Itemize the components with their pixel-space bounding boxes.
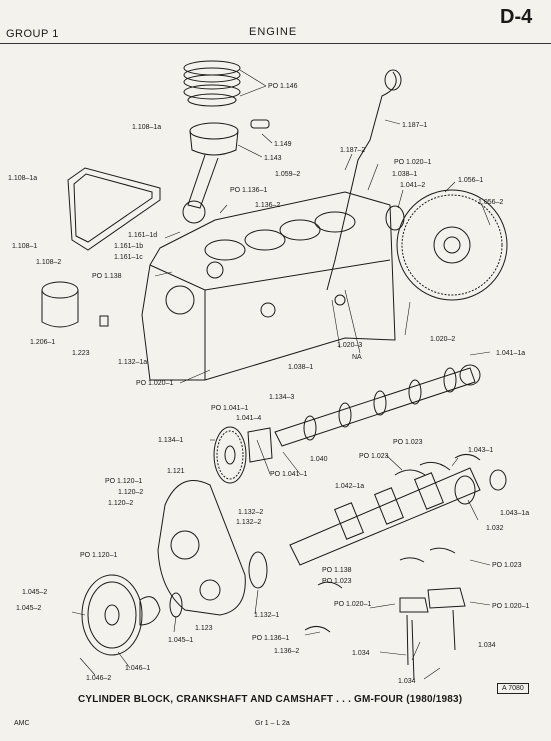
part-label: 1.020–3 — [337, 342, 362, 349]
section-title: ENGINE — [249, 26, 298, 38]
crankshaft-pulley-illustration — [81, 574, 143, 656]
part-label: 1.132–2 — [238, 509, 263, 516]
part-label: PO 1.136–1 — [230, 187, 267, 194]
part-label: 1.108–1a — [8, 175, 37, 182]
part-label: 1.134–1 — [158, 437, 183, 444]
part-label: 1.108–1 — [12, 243, 37, 250]
part-label: PO 1.041–1 — [270, 471, 307, 478]
part-label: 1.223 — [72, 350, 90, 357]
part-label: 1.056–1 — [458, 177, 483, 184]
part-label: 1.132–1 — [254, 612, 279, 619]
part-label: 1.206–1 — [30, 339, 55, 346]
part-label: 1.123 — [195, 625, 213, 632]
part-label: 1.161–1d — [128, 232, 157, 239]
part-label: 1.046–2 — [86, 675, 111, 682]
group-label: GROUP 1 — [6, 28, 59, 40]
part-label: 1.041–4 — [236, 415, 261, 422]
part-label: 1.020–2 — [430, 336, 455, 343]
part-label: PO 1.120–1 — [80, 552, 117, 559]
part-label: 1.136–2 — [274, 648, 299, 655]
part-label: PO 1.020–1 — [394, 159, 431, 166]
oil-filter-illustration — [41, 281, 109, 328]
part-label: PO 1.023 — [492, 562, 522, 569]
part-label: 1.136–2 — [255, 202, 280, 209]
part-label: PO 1.138 — [322, 567, 352, 574]
part-label: 1.043–1a — [500, 510, 529, 517]
part-label: PO 1.023 — [359, 453, 389, 460]
camshaft-illustration — [274, 364, 481, 447]
piston-rings-illustration — [183, 60, 241, 107]
part-label: 1.120–2 — [118, 489, 143, 496]
part-label: 1.108–1a — [132, 124, 161, 131]
part-label: 1.032 — [486, 525, 504, 532]
header-rule — [0, 43, 551, 44]
camshaft-gear-illustration — [213, 426, 247, 484]
part-label: PO 1.120–1 — [105, 478, 142, 485]
figure-caption: CYLINDER BLOCK, CRANKSHAFT AND CAMSHAFT … — [78, 694, 463, 705]
part-label: 1.043–1 — [468, 447, 493, 454]
part-label: 1.161–1b — [114, 243, 143, 250]
part-label: 1.134–3 — [269, 394, 294, 401]
timing-cover-illustration — [157, 480, 246, 616]
part-label: 1.143 — [264, 155, 282, 162]
footer-page-ref: Gr 1 – L 2a — [255, 720, 290, 727]
part-label: 1.038–1 — [392, 171, 417, 178]
flywheel-illustration — [396, 189, 508, 301]
part-label: 1.056–2 — [478, 199, 503, 206]
crankshaft-illustration — [289, 467, 507, 566]
crank-gear-illustration — [248, 551, 268, 589]
part-label: 1.187–1 — [402, 122, 427, 129]
part-label: PO 1.136–1 — [252, 635, 289, 642]
part-label: 1.120–2 — [108, 500, 133, 507]
dipstick-illustration — [326, 71, 397, 291]
footer-brand: AMC — [14, 720, 30, 727]
part-label: PO 1.020–1 — [492, 603, 529, 610]
part-label: 1.108–2 — [36, 259, 61, 266]
rocker-cover-gasket — [67, 167, 161, 251]
cap-bolts-illustration — [406, 609, 456, 681]
figure-reference: A 7080 — [497, 683, 529, 694]
part-label: 1.161–1c — [114, 254, 143, 261]
part-label: 1.034 — [398, 678, 416, 685]
page-code: D-4 — [500, 6, 533, 28]
piston-illustration — [182, 119, 270, 224]
part-label: PO 1.023 — [393, 439, 423, 446]
part-label: 1.045–2 — [22, 589, 47, 596]
part-label: PO 1.041–1 — [211, 405, 248, 412]
part-label: 1.038–1 — [288, 364, 313, 371]
part-label: PO 1.138 — [92, 273, 122, 280]
part-label: 1.040 — [310, 456, 328, 463]
part-label: 1.059–2 — [275, 171, 300, 178]
part-label: PO 1.020–1 — [334, 601, 371, 608]
part-label: PO 1.020–1 — [136, 380, 173, 387]
part-label: 1.187–2 — [340, 147, 365, 154]
main-bearings-illustration — [304, 454, 481, 633]
part-label: 1.045–1 — [168, 637, 193, 644]
cylinder-block-illustration — [141, 191, 396, 381]
part-label: 1.034 — [478, 642, 496, 649]
part-label: 1.132–1a — [118, 359, 147, 366]
part-label: 1.132–2 — [236, 519, 261, 526]
part-labels: PO 1.146 1.108–1a 1.149 1.143 1.187–1 1.… — [8, 83, 529, 685]
part-label: 1.121 — [167, 468, 185, 475]
part-label: 1.045–2 — [16, 605, 41, 612]
part-label: PO 1.023 — [322, 578, 352, 585]
part-label: PO 1.146 — [268, 83, 298, 90]
part-label: 1.034 — [352, 650, 370, 657]
part-label: 1.046–1 — [125, 665, 150, 672]
part-label: NA — [352, 354, 362, 361]
part-label: 1.149 — [274, 141, 292, 148]
part-label: 1.041–1a — [496, 350, 525, 357]
part-label: 1.041–2 — [400, 182, 425, 189]
part-label: 1.042–1a — [335, 483, 364, 490]
